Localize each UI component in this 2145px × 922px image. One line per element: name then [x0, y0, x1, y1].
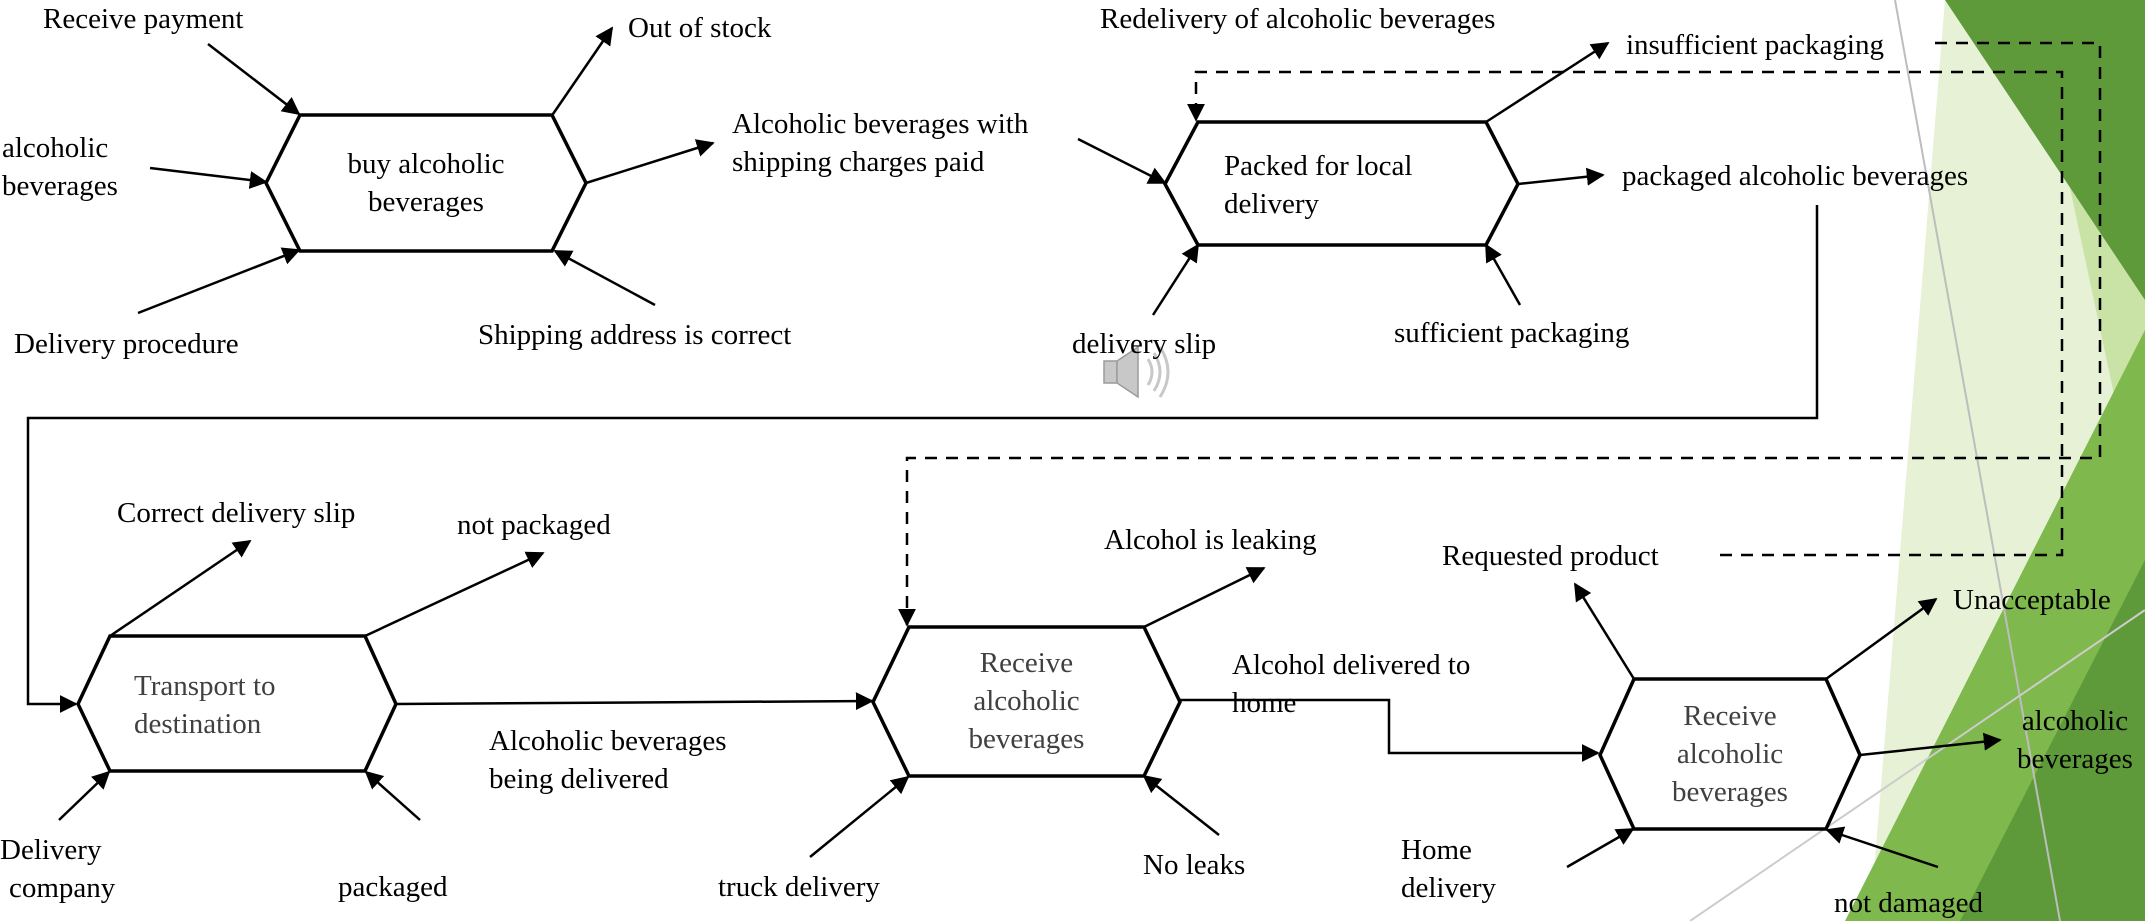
label-receive-payment: Receive payment [43, 3, 244, 35]
label-shipping-paid-line2: shipping charges paid [732, 146, 985, 178]
label-out-of-stock: Out of stock [628, 12, 772, 44]
node-transport-line2: destination [134, 708, 262, 740]
label-being-delivered-line2: being delivered [489, 763, 669, 795]
label-insufficient-packaging: insufficient packaging [1626, 29, 1884, 61]
node-transport: Transport to destination [134, 667, 354, 743]
label-unacceptable: Unacceptable [1953, 584, 2111, 616]
label-packaged: packaged [338, 871, 448, 903]
node-receive2-line1: Receive [1683, 700, 1777, 732]
label-delivery-company-line2: company [9, 872, 116, 904]
label-delivery-company-line1: Delivery [0, 834, 102, 866]
node-receive2: Receive alcoholic beverages [1634, 697, 1826, 811]
label-being-delivered-line1: Alcoholic beverages [489, 725, 727, 757]
label-delivered-home: Alcohol delivered to home [1232, 646, 1470, 722]
label-truck-delivery: truck delivery [718, 871, 880, 903]
node-buy-line2: beverages [368, 186, 484, 218]
label-shipping-paid-line1: Alcoholic beverages with [732, 108, 1029, 140]
label-home-delivery: Home delivery [1401, 831, 1496, 907]
label-alcoholic-input-line2: beverages [2, 170, 118, 202]
green-decoration [1689, 0, 2145, 921]
node-packed-line1: Packed for local [1224, 150, 1413, 182]
node-packed-line2: delivery [1224, 188, 1320, 220]
label-delivery-company: Delivery company [0, 831, 115, 907]
label-alcoholic-input: alcoholic beverages [2, 129, 118, 205]
node-buy-line1: buy alcoholic [347, 148, 505, 180]
label-home-delivery-line2: delivery [1401, 872, 1497, 904]
node-transport-line1: Transport to [134, 670, 276, 702]
label-delivered-home-line2: home [1232, 687, 1297, 719]
node-receive1-line1: Receive [979, 647, 1074, 679]
label-home-delivery-line1: Home [1401, 834, 1472, 866]
node-packed: Packed for local delivery [1224, 147, 1474, 223]
label-delivery-slip: delivery slip [1072, 328, 1217, 360]
label-redelivery: Redelivery of alcoholic beverages [1100, 3, 1496, 35]
label-output-beverages: alcoholic beverages [2017, 702, 2133, 778]
label-output-beverages-line2: beverages [2017, 743, 2133, 775]
label-alcoholic-input-line1: alcoholic [2, 132, 109, 164]
label-alcohol-leaking: Alcohol is leaking [1104, 524, 1317, 556]
label-not-damaged: not damaged [1834, 887, 1983, 919]
label-packaged-beverages: packaged alcoholic beverages [1622, 160, 1969, 192]
label-output-beverages-line1: alcoholic [2021, 705, 2129, 737]
node-buy: buy alcoholic beverages [300, 145, 552, 221]
speaker-icon[interactable] [1103, 345, 1170, 399]
node-receive1-line3: beverages [968, 723, 1085, 755]
label-being-delivered: Alcoholic beverages being delivered [489, 722, 727, 798]
label-correct-slip: Correct delivery slip [117, 497, 356, 529]
label-requested-product: Requested product [1442, 540, 1659, 572]
node-receive2-line3: beverages [1672, 776, 1788, 808]
node-receive1: Receive alcoholic beverages [909, 644, 1144, 758]
node-receive2-line2: alcoholic [1676, 738, 1784, 770]
node-receive1-line2: alcoholic [973, 685, 1080, 717]
label-delivery-procedure: Delivery procedure [14, 328, 239, 360]
label-shipping-paid: Alcoholic beverages with shipping charge… [732, 105, 1028, 181]
label-address-correct: Shipping address is correct [478, 319, 792, 351]
label-no-leaks: No leaks [1143, 849, 1246, 881]
label-sufficient-packaging: sufficient packaging [1394, 317, 1630, 349]
label-not-packaged: not packaged [457, 509, 611, 541]
label-delivered-home-line1: Alcohol delivered to [1232, 649, 1471, 681]
